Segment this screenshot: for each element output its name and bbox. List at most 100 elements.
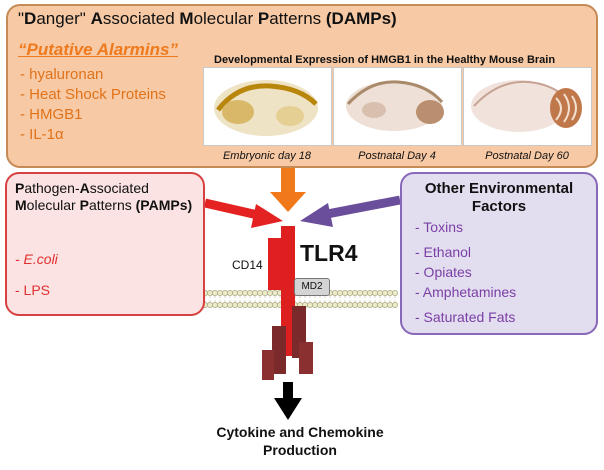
lipid-head xyxy=(227,302,233,308)
lipid-head xyxy=(352,290,358,296)
environment-item: - Amphetamines xyxy=(415,284,517,300)
environment-title: Other Environmental Factors xyxy=(424,180,574,215)
lipid-head xyxy=(222,302,228,308)
tlr4-receptor-icon xyxy=(262,226,313,380)
damp-title-part: ssociated xyxy=(102,9,180,28)
pamp-title-part: ssociated xyxy=(89,180,149,196)
lipid-head xyxy=(347,290,353,296)
pamp-title-part: P xyxy=(79,197,89,213)
lipid-head xyxy=(257,302,263,308)
lipid-head xyxy=(387,290,393,296)
lipid-head xyxy=(377,290,383,296)
lipid-head xyxy=(337,290,343,296)
lipid-head xyxy=(332,302,338,308)
lipid-head xyxy=(322,302,328,308)
lipid-head xyxy=(217,290,223,296)
damp-title-part: D xyxy=(24,9,37,28)
lipid-head xyxy=(362,302,368,308)
brain-section-p60-icon xyxy=(471,80,582,132)
lipid-head xyxy=(227,290,233,296)
damp-title-part: (DAMPs) xyxy=(325,9,397,28)
lipid-head xyxy=(367,302,373,308)
pamp-title-part: P xyxy=(15,180,25,196)
lipid-head xyxy=(327,302,333,308)
lipid-head xyxy=(337,302,343,308)
pamp-title-part: A xyxy=(79,180,90,196)
md2-label: MD2 xyxy=(294,278,330,296)
damp-title-part: anger" xyxy=(36,9,91,28)
pamp-title: Pathogen-Associated Molecular Patterns (… xyxy=(15,180,200,214)
lipid-head xyxy=(207,290,213,296)
pamp-item-lps: - LPS xyxy=(15,282,51,298)
lipid-head xyxy=(342,290,348,296)
lipid-head xyxy=(217,302,223,308)
damp-title-part: P xyxy=(257,9,270,28)
environment-panel xyxy=(400,172,598,335)
lipid-head xyxy=(207,302,213,308)
lipid-head xyxy=(237,290,243,296)
damp-title-part: " xyxy=(18,9,25,28)
lipid-head xyxy=(222,290,228,296)
damp-title-part: A xyxy=(90,9,103,28)
pamp-title-part: (PAMPs) xyxy=(135,197,193,213)
lipid-head xyxy=(382,290,388,296)
environment-item: - Saturated Fats xyxy=(415,309,516,325)
lipid-head xyxy=(272,302,278,308)
pamp-title-part: olecular xyxy=(26,197,80,213)
hmgb1-figure-title: Developmental Expression of HMGB1 in the… xyxy=(214,54,556,66)
lipid-head xyxy=(212,290,218,296)
lipid-head xyxy=(242,302,248,308)
lipid-head xyxy=(377,302,383,308)
brain-section-image xyxy=(333,67,462,146)
pamp-title-part: M xyxy=(15,197,27,213)
output-label: Cytokine and Chemokine Production xyxy=(216,424,384,458)
brain-section-e18-icon xyxy=(214,80,318,136)
lipid-head xyxy=(392,290,398,296)
lipid-head xyxy=(252,302,258,308)
brain-section-image xyxy=(203,67,332,146)
alarmin-item: - HMGB1 xyxy=(20,106,83,123)
lipid-head xyxy=(272,290,278,296)
alarmin-item: - hyaluronan xyxy=(20,66,104,83)
lipid-head xyxy=(242,290,248,296)
lipid-head xyxy=(267,302,273,308)
lipid-head xyxy=(257,290,263,296)
environment-item: - Ethanol xyxy=(415,244,472,260)
lipid-head xyxy=(352,302,358,308)
lipid-head xyxy=(387,302,393,308)
lipid-head xyxy=(262,302,268,308)
tlr4-label: TLR4 xyxy=(300,240,358,266)
lipid-head xyxy=(212,302,218,308)
lipid-head xyxy=(252,290,258,296)
lipid-head xyxy=(312,302,318,308)
damp-title-part: olecular xyxy=(193,9,258,28)
environment-item: - Opiates xyxy=(415,264,472,280)
pamp-item-ecoli: - E.coli xyxy=(15,251,58,267)
lipid-head xyxy=(367,290,373,296)
lipid-head xyxy=(247,290,253,296)
lipid-head xyxy=(317,302,323,308)
brain-section-image xyxy=(463,67,592,146)
alarmin-item: - Heat Shock Proteins xyxy=(20,86,166,103)
lipid-head xyxy=(232,290,238,296)
brain-caption: Postnatal Day 60 xyxy=(485,150,569,162)
damp-title: "Danger" Associated Molecular Patterns (… xyxy=(18,9,397,29)
alarmins-title: “Putative Alarmins” xyxy=(18,40,178,59)
damp-arrow xyxy=(270,168,306,212)
damp-title-part: atterns xyxy=(269,9,326,28)
lipid-head xyxy=(247,302,253,308)
lipid-head xyxy=(262,290,268,296)
environment-arrow xyxy=(300,195,401,227)
lipid-head xyxy=(382,302,388,308)
alarmin-item: - IL-1α xyxy=(20,126,64,143)
lipid-head xyxy=(357,302,363,308)
pamp-title-part: atterns xyxy=(88,197,136,213)
lipid-head xyxy=(332,290,338,296)
brain-section-p4-icon xyxy=(346,80,444,131)
lipid-head xyxy=(372,302,378,308)
brain-caption: Embryonic day 18 xyxy=(222,150,312,162)
lipid-head xyxy=(237,302,243,308)
lipid-head xyxy=(357,290,363,296)
lipid-head xyxy=(362,290,368,296)
lipid-head xyxy=(342,302,348,308)
